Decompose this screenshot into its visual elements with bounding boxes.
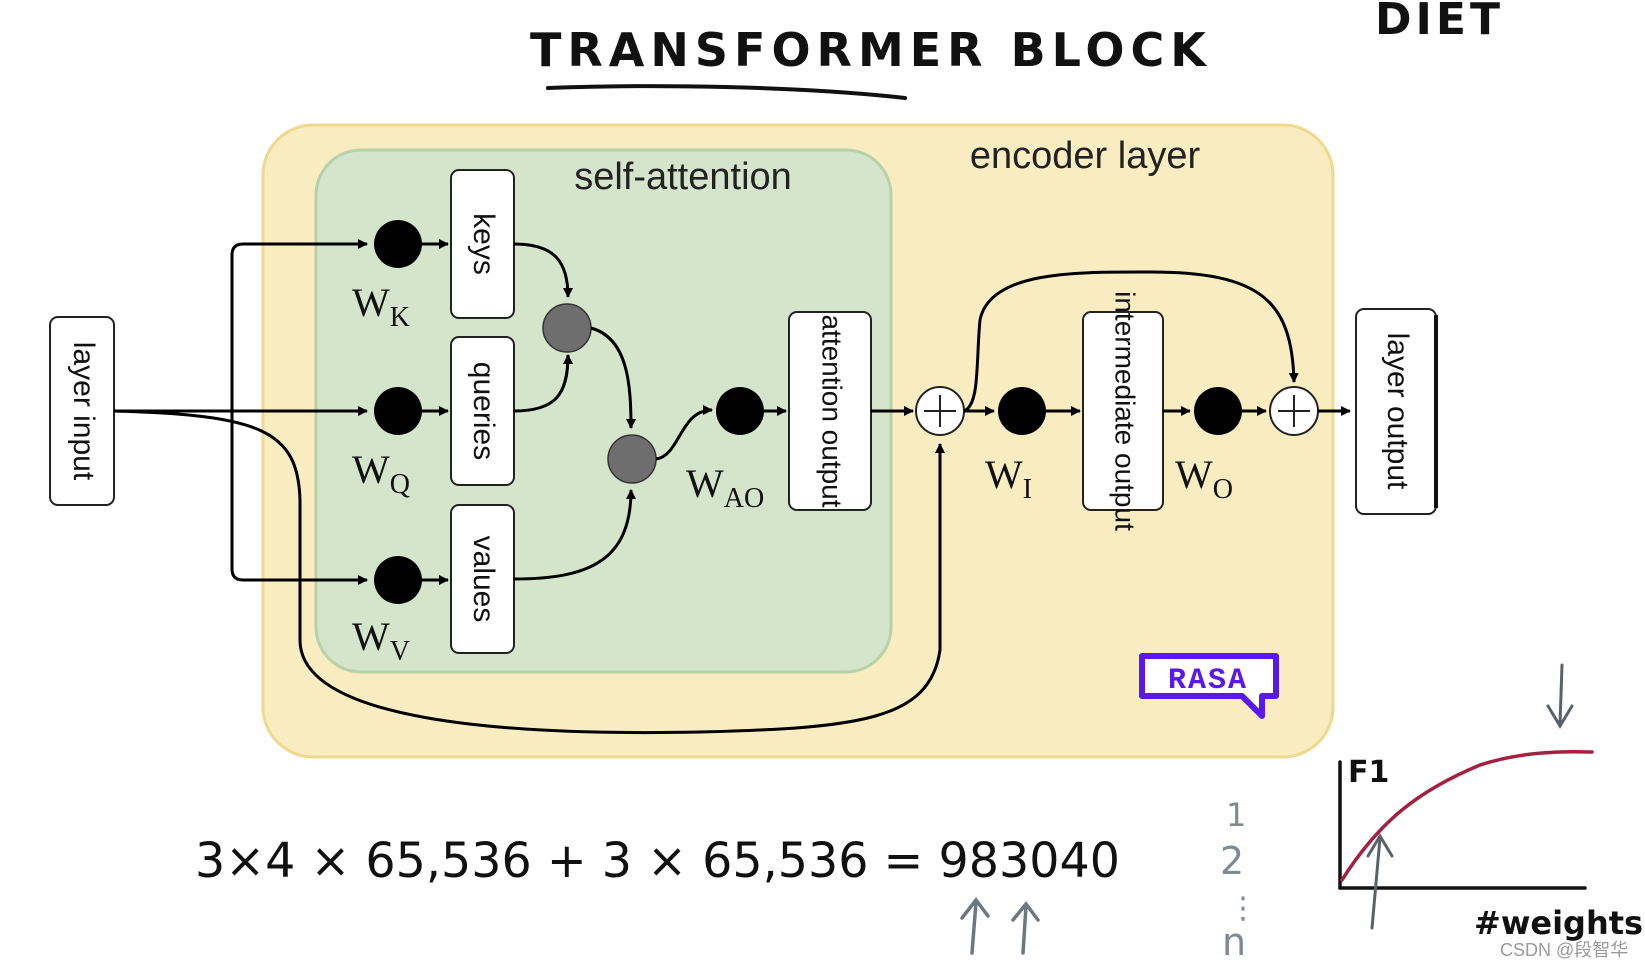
w-o-label: WO xyxy=(1175,452,1233,505)
layer-output-label: layer output xyxy=(1381,333,1414,490)
rasa-logo: RASA xyxy=(1139,653,1279,719)
keys-label: keys xyxy=(467,213,500,275)
intermediate-output-label: intermediate output xyxy=(1110,291,1141,531)
layer-input-label: layer input xyxy=(67,342,100,481)
residual-skip-line-2 xyxy=(963,270,1299,413)
f1-sketch-chart: F1 #weights xyxy=(1338,663,1643,942)
input-line-values xyxy=(230,411,368,585)
w-i-label: WI xyxy=(985,452,1032,505)
handwritten-corner-label: DIET xyxy=(1375,0,1504,45)
input-line-branch xyxy=(230,239,368,411)
list-item-n: n xyxy=(1222,920,1246,963)
queries-to-dot xyxy=(513,354,573,413)
rasa-logo-frame xyxy=(1139,653,1279,719)
self-attention-label: self-attention xyxy=(574,156,792,198)
add-node-2-plus xyxy=(1278,395,1310,427)
f1-sketch-x-label: #weights xyxy=(1474,904,1643,942)
list-item-1: 1 xyxy=(1226,796,1246,834)
w-k-node xyxy=(374,220,422,268)
sketch-arrow-up xyxy=(1366,833,1394,930)
attention-weighted-node xyxy=(607,434,657,484)
values-label: values xyxy=(467,536,500,623)
w-ao-label: WAO xyxy=(686,461,764,514)
handwritten-equation: 3×4 × 65,536 + 3 × 65,536 = 983040 xyxy=(195,833,1120,889)
pencil-arrow-2 xyxy=(1011,901,1040,955)
list-item-dots: ⋮ xyxy=(1228,891,1258,926)
list-item-2: 2 xyxy=(1220,839,1244,883)
sketch-arrow-down xyxy=(1546,663,1574,729)
w-q-label: WQ xyxy=(352,447,410,500)
softmax-to-wao xyxy=(655,405,713,461)
w-ao-node xyxy=(716,387,764,435)
encoder-layer-label: encoder layer xyxy=(970,135,1201,177)
watermark: CSDN @段智华 xyxy=(1500,940,1628,960)
queries-label: queries xyxy=(467,362,500,460)
keys-to-dot xyxy=(513,242,573,298)
add-node-1-plus xyxy=(924,395,956,427)
w-v-label: WV xyxy=(352,614,410,667)
title-underline xyxy=(546,84,907,100)
values-to-softmax xyxy=(513,489,636,581)
w-i-node xyxy=(998,387,1046,435)
attention-output-label: attention output xyxy=(817,314,848,507)
w-q-node xyxy=(374,387,422,435)
residual-skip-line xyxy=(113,409,945,735)
w-v-node xyxy=(374,556,422,604)
w-o-node xyxy=(1194,387,1242,435)
rasa-logo-text: RASA xyxy=(1168,664,1248,698)
pencil-arrow-1 xyxy=(960,897,990,955)
handwritten-title: TRANSFORMER BLOCK xyxy=(530,23,1212,77)
f1-sketch-y-label: F1 xyxy=(1348,755,1389,790)
w-k-label: WK xyxy=(352,280,410,333)
qk-product-node xyxy=(542,303,592,353)
f1-sketch-curve xyxy=(1340,749,1594,882)
qk-to-softmax xyxy=(590,326,636,429)
